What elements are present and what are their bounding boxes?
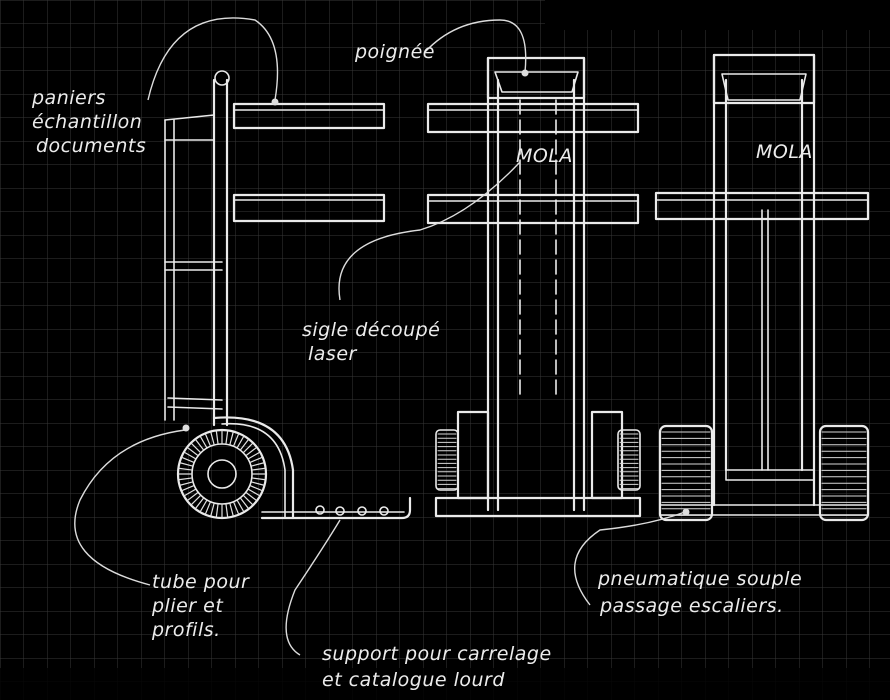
svg-text:paniers: paniers — [31, 87, 106, 109]
logo-front: MOLA — [516, 145, 573, 167]
annotation-tyres: pneumatique souple passage escaliers. — [597, 568, 802, 617]
leader-lines — [74, 17, 690, 656]
annotation-tube: tube pour plier et profils. — [151, 571, 250, 641]
svg-text:profils.: profils. — [151, 619, 221, 641]
logo-back: MOLA — [756, 141, 813, 163]
annotation-tile-support: support pour carrelage et catalogue lour… — [322, 643, 552, 691]
svg-text:documents: documents — [36, 135, 146, 157]
svg-text:échantillon: échantillon — [32, 111, 142, 133]
svg-text:tube pour: tube pour — [152, 571, 250, 593]
svg-text:et catalogue lourd: et catalogue lourd — [322, 669, 505, 691]
svg-text:passage escaliers.: passage escaliers. — [599, 595, 784, 617]
svg-text:sigle découpé: sigle découpé — [302, 319, 440, 341]
svg-text:poignée: poignée — [354, 41, 435, 63]
annotation-brochures: paniers échantillon documents — [31, 87, 146, 157]
scan-corner — [545, 0, 890, 30]
svg-text:pneumatique souple: pneumatique souple — [597, 568, 802, 590]
scan-edge — [0, 668, 890, 700]
svg-text:support pour carrelage: support pour carrelage — [322, 643, 552, 665]
back-view — [654, 53, 870, 522]
side-view — [164, 70, 412, 520]
wheel-tread — [178, 430, 266, 518]
annotation-handle: poignée — [354, 41, 435, 63]
front-view — [426, 56, 867, 518]
left-tyre-tread — [437, 431, 867, 516]
svg-text:plier et: plier et — [151, 595, 224, 617]
annotation-cutout-logo: sigle découpé laser — [302, 319, 440, 365]
svg-text:laser: laser — [308, 343, 358, 365]
